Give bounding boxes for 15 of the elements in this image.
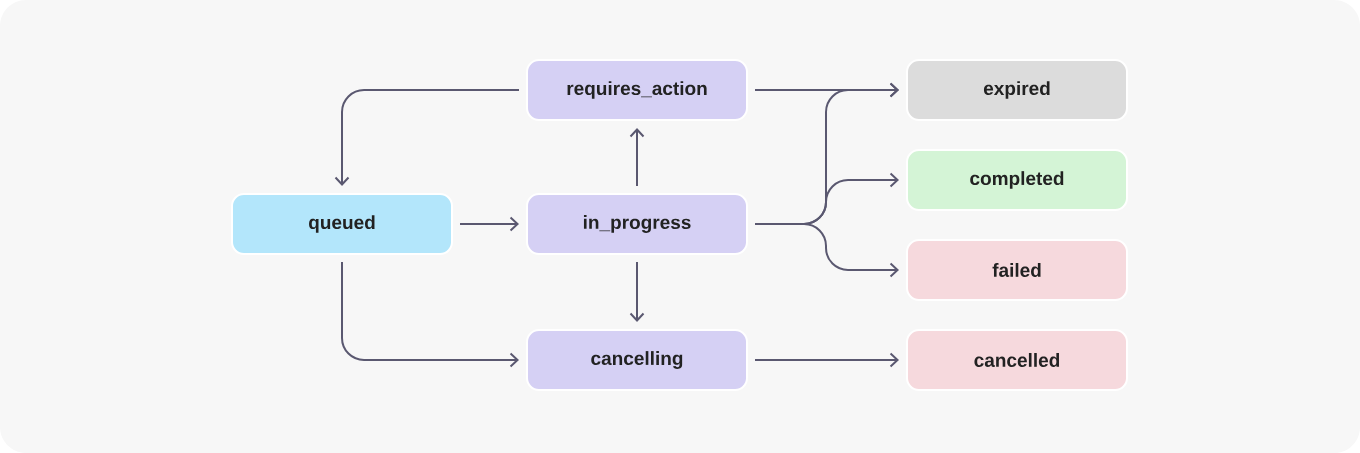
arrow [459,216,519,232]
state-box: requires_action [526,59,748,121]
arrow [754,352,899,368]
state-box: cancelling [526,329,748,391]
arrow [334,89,520,186]
arrow [629,261,645,322]
state-box: in_progress [526,193,748,255]
state-box: failed [906,239,1128,301]
arrow [341,261,519,368]
state-box: expired [906,59,1128,121]
arrow [629,128,645,187]
state-box: queued [231,193,453,255]
state-box: completed [906,149,1128,211]
arrow [754,223,899,278]
state-box: cancelled [906,329,1128,391]
